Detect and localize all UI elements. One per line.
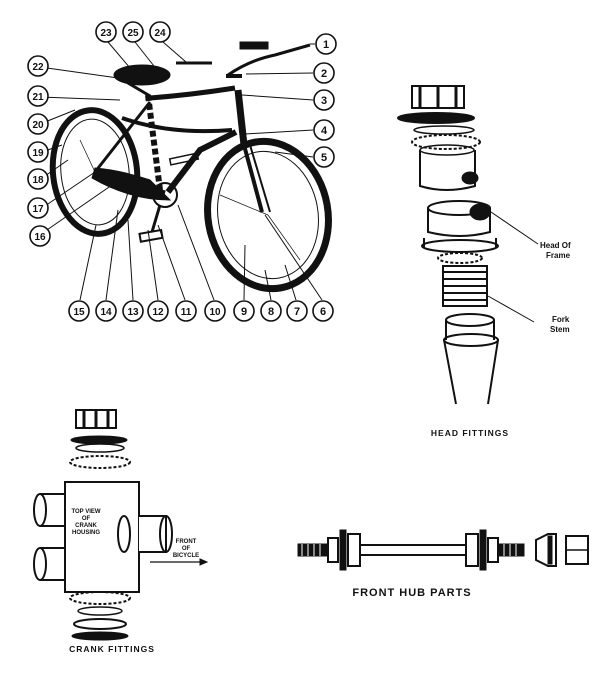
svg-text:9: 9 <box>241 306 247 318</box>
head-of-frame-label: Head Of <box>540 241 571 250</box>
svg-text:8: 8 <box>268 306 274 318</box>
front-label-3: BICYCLE <box>173 553 199 559</box>
callout-10: 10 <box>204 300 226 322</box>
callout-3: 3 <box>313 89 335 111</box>
svg-text:6: 6 <box>320 306 326 318</box>
callout-4: 4 <box>313 119 335 141</box>
svg-text:21: 21 <box>32 92 44 103</box>
svg-text:23: 23 <box>100 28 112 39</box>
callout-23: 23 <box>95 21 117 43</box>
svg-text:18: 18 <box>32 175 44 186</box>
bicycle-drawing <box>49 41 332 293</box>
head-fittings-labels: Head Of Frame Fork Stem HEAD FITTINGS <box>431 241 571 438</box>
callout-20: 20 <box>27 113 49 135</box>
svg-text:13: 13 <box>127 307 139 318</box>
svg-text:19: 19 <box>32 148 44 159</box>
svg-text:5: 5 <box>321 152 327 164</box>
svg-text:20: 20 <box>32 120 44 131</box>
callout-25: 25 <box>122 21 144 43</box>
svg-text:15: 15 <box>73 307 85 318</box>
callout-7: 7 <box>286 300 308 322</box>
head-fittings-leaders <box>487 209 539 323</box>
fork-stem-label-2: Stem <box>550 325 570 334</box>
front-hub-drawing <box>297 529 589 571</box>
callout-15: 15 <box>68 300 90 322</box>
top-view-label-2: OF <box>82 516 91 522</box>
svg-text:1: 1 <box>323 39 329 51</box>
crank-fittings-caption: CRANK FITTINGS <box>69 644 155 654</box>
svg-text:14: 14 <box>100 307 112 318</box>
svg-text:3: 3 <box>321 95 327 107</box>
svg-text:25: 25 <box>127 28 139 39</box>
top-view-label-4: HOUSING <box>72 530 100 536</box>
callout-markers: 1 2 3 4 5 6 7 8 9 10 11 12 13 14 15 16 1… <box>27 21 337 322</box>
svg-text:22: 22 <box>32 62 44 73</box>
head-fittings-caption: HEAD FITTINGS <box>431 428 509 438</box>
svg-text:17: 17 <box>32 204 44 215</box>
svg-text:24: 24 <box>154 28 166 39</box>
svg-text:4: 4 <box>321 125 328 137</box>
svg-text:2: 2 <box>321 68 327 80</box>
callout-2: 2 <box>313 62 335 84</box>
head-fittings-drawing <box>397 85 499 405</box>
callout-22: 22 <box>27 55 49 77</box>
top-view-label-3: CRANK <box>75 523 97 529</box>
head-of-frame-label-2: Frame <box>546 251 571 260</box>
callout-11: 11 <box>175 300 197 322</box>
callout-17: 17 <box>27 197 49 219</box>
svg-text:7: 7 <box>294 306 300 318</box>
callout-12: 12 <box>147 300 169 322</box>
svg-text:10: 10 <box>209 307 221 318</box>
callout-21: 21 <box>27 85 49 107</box>
callout-9: 9 <box>233 300 255 322</box>
rear-wheel <box>49 107 141 237</box>
callout-19: 19 <box>27 141 49 163</box>
front-hub-caption: FRONT HUB PARTS <box>352 587 471 599</box>
callout-13: 13 <box>122 300 144 322</box>
callout-8: 8 <box>260 300 282 322</box>
top-view-label-1: TOP VIEW <box>71 509 100 515</box>
front-wheel <box>204 137 332 293</box>
callout-6: 6 <box>312 300 334 322</box>
saddle <box>113 64 171 86</box>
callout-16: 16 <box>29 225 51 247</box>
svg-text:16: 16 <box>34 232 46 243</box>
callout-5: 5 <box>313 146 335 168</box>
crank-fittings-drawing <box>33 409 209 641</box>
front-label-1: FRONT <box>176 539 197 545</box>
callout-14: 14 <box>95 300 117 322</box>
callout-18: 18 <box>27 168 49 190</box>
callout-1: 1 <box>315 33 337 55</box>
svg-text:11: 11 <box>181 307 192 318</box>
fork-stem-label: Fork <box>552 315 570 324</box>
callout-leaders <box>39 41 323 301</box>
svg-text:12: 12 <box>152 307 164 318</box>
front-label-2: OF <box>182 546 191 552</box>
crank-fittings-labels: TOP VIEW OF CRANK HOUSING FRONT OF BICYC… <box>69 509 199 654</box>
callout-24: 24 <box>149 21 171 43</box>
